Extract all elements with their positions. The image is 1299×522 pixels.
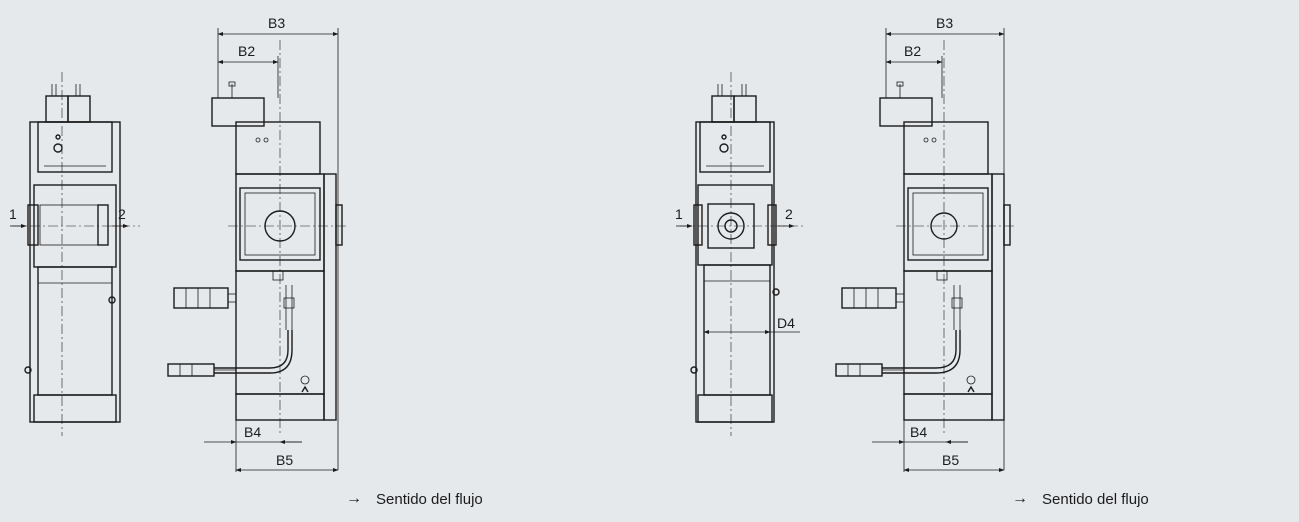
port-label-inlet: 1 xyxy=(9,206,17,222)
dimension-label-d4: D4 xyxy=(777,315,795,331)
front-view-unit xyxy=(10,72,140,436)
port-label-outlet: 2 xyxy=(785,206,793,222)
drawing-set-right: 1 2 D4 xyxy=(675,15,1014,472)
flow-direction-text: Sentido del flujo xyxy=(376,490,483,508)
dimension-label-b4: B4 xyxy=(910,424,927,440)
arrow-right-icon: → xyxy=(346,490,362,507)
side-view-unit xyxy=(835,40,1014,436)
dimension-lines xyxy=(872,28,1005,472)
dimension-label-b3: B3 xyxy=(268,15,285,31)
drawing-set-left: 1 2 xyxy=(9,15,346,472)
dimension-lines xyxy=(204,28,339,472)
dimension-label-b3: B3 xyxy=(936,15,953,31)
arrow-right-icon: → xyxy=(1012,490,1028,507)
flow-direction-text: Sentido del flujo xyxy=(1042,490,1149,508)
dimension-label-b2: B2 xyxy=(904,43,921,59)
dimension-label-b4: B4 xyxy=(244,424,261,440)
flow-direction-caption-right: → Sentido del flujo xyxy=(1012,490,1149,508)
front-view-unit-with-gauge xyxy=(676,72,804,436)
dimension-label-b5: B5 xyxy=(276,452,293,468)
side-view-unit xyxy=(167,40,346,436)
dimension-label-b2: B2 xyxy=(238,43,255,59)
port-label-inlet: 1 xyxy=(675,206,683,222)
flow-direction-caption-left: → Sentido del flujo xyxy=(346,490,483,508)
dimension-label-b5: B5 xyxy=(942,452,959,468)
port-label-outlet: 2 xyxy=(118,206,126,222)
